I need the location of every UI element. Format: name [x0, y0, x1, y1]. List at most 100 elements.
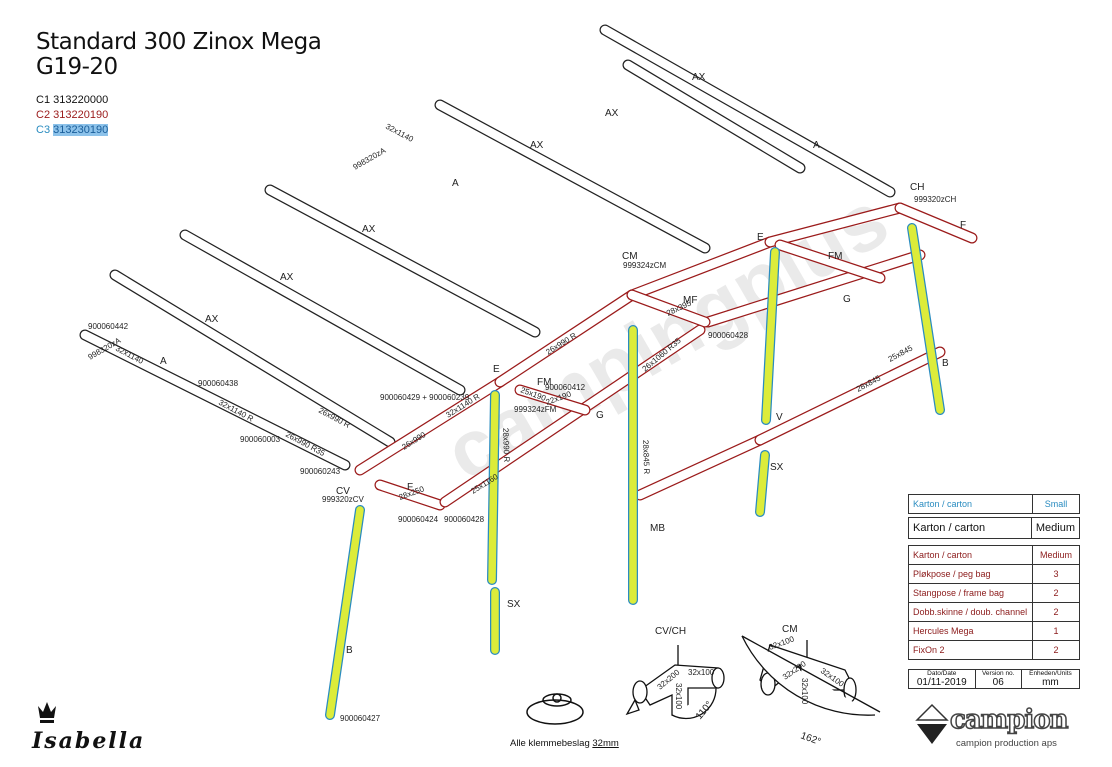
cm-connector-drawing	[741, 635, 881, 716]
code-prefix: C2	[36, 109, 51, 121]
title-line2: G19-20	[36, 54, 118, 80]
code-c1: C1 313220000	[36, 93, 108, 108]
label-ax: AX	[362, 224, 376, 235]
frame-pipe	[755, 347, 945, 445]
leg-pole	[326, 506, 364, 719]
label-g: G	[843, 294, 851, 305]
dimension-label: 26x1060 R35	[641, 336, 684, 374]
frame-pipe	[703, 250, 925, 327]
label-g: G	[596, 410, 604, 421]
item-label: Stangpose / frame bag	[908, 583, 1033, 603]
inset-dim: 32x100	[800, 678, 809, 705]
leg-pole	[488, 391, 499, 584]
frame-pipe	[495, 290, 637, 387]
rafter-pipe	[80, 330, 350, 470]
frame-pipe	[775, 240, 885, 283]
code-number: 313220190	[53, 109, 109, 121]
dimension-label: 26x990 R35	[284, 430, 327, 458]
frame-pipe	[765, 203, 905, 247]
code-c2: C2 313220190	[36, 108, 108, 123]
label-e: E	[757, 232, 764, 243]
part-number: 900060438	[198, 379, 239, 388]
frame-pipe	[627, 290, 710, 327]
label-cm: CM	[622, 251, 638, 262]
part-number: 998320zA	[352, 146, 388, 172]
item-value: 2	[1032, 602, 1080, 622]
part-number: 900060427	[340, 714, 381, 723]
date-value: 01/11-2019	[916, 677, 967, 688]
clamp-text: Alle klemmebeslag	[510, 738, 590, 749]
rafter-pipe	[265, 185, 540, 337]
carton-label: Karton / carton	[908, 494, 1033, 514]
part-number: 900060442	[88, 322, 129, 331]
label-ch: CH	[910, 182, 924, 193]
frame-pipe	[375, 480, 445, 510]
frame-pipe	[895, 203, 977, 243]
frame-pipe	[635, 435, 765, 500]
isabella-logo: Isabella	[32, 728, 146, 754]
code-c3: C3 313230190	[36, 123, 109, 138]
label-ax: AX	[280, 272, 294, 283]
carton-label: Karton / carton	[908, 517, 1032, 539]
frame-pipe	[440, 325, 705, 507]
label-ax: AX	[692, 72, 706, 83]
part-number: 999320zCV	[322, 495, 364, 504]
label-mf: MF	[683, 295, 697, 306]
inset-angle: 162°	[799, 730, 822, 747]
item-label: Dobb.skinne / doub. channel	[908, 602, 1033, 622]
units-value: mm	[1042, 677, 1059, 688]
version-label: Version no.	[981, 670, 1015, 677]
part-number: 999324zCM	[623, 261, 666, 270]
article-codes: C1 313220000 C2 313220190 C3 313230190	[36, 93, 109, 138]
rafter-pipe	[180, 230, 465, 395]
item-value: 2	[1032, 640, 1080, 660]
campion-logo-icon	[915, 703, 949, 744]
carton-medium-table: Karton / carton Medium	[908, 517, 1081, 539]
part-number: 900060428	[708, 331, 749, 340]
item-value: Medium	[1032, 545, 1080, 565]
carton-small-table: Karton / carton Small	[908, 494, 1080, 514]
code-prefix: C3	[36, 124, 51, 136]
dimension-label: 25x190	[519, 385, 547, 403]
rafter-pipe	[110, 270, 395, 447]
part-number: 900060003	[240, 435, 281, 444]
leg-pole	[908, 224, 944, 414]
leg-pole	[762, 248, 779, 424]
dimension-label: 28x845 R	[641, 440, 651, 475]
label-ax: AX	[530, 140, 544, 151]
code-number: 313220000	[53, 94, 109, 106]
clamp-icon	[526, 693, 584, 725]
item-value: 3	[1032, 564, 1080, 584]
frame-pipe	[515, 385, 590, 415]
item-label: FixOn 2	[908, 640, 1033, 660]
part-number: 999324zFM	[514, 405, 557, 414]
label-v: V	[776, 412, 783, 423]
cvch-connector-drawing	[625, 645, 725, 720]
code-number-selected[interactable]: 313230190	[53, 124, 109, 136]
dimension-label: 28x990 R	[501, 428, 511, 463]
item-label: Hercules Mega	[908, 621, 1033, 641]
inset-cvch-title: CV/CH	[655, 626, 686, 637]
title-line1: Standard 300 Zinox Mega	[36, 29, 322, 55]
label-f: F	[407, 482, 413, 493]
page-title: Standard 300 Zinox Mega G19-20	[36, 29, 322, 80]
label-e: E	[493, 364, 500, 375]
label-fm: FM	[537, 377, 551, 388]
inset-dim: 32x100	[688, 668, 715, 677]
date-label: Dato/Date	[927, 670, 957, 677]
rafter-pipe	[435, 100, 710, 253]
frame-pipe	[627, 237, 775, 300]
version-cell: Version no.06	[974, 669, 1022, 689]
label-sx: SX	[507, 599, 521, 610]
campion-tagline: campion production aps	[956, 738, 1057, 749]
part-number: 900060429 + 900060239	[380, 393, 470, 402]
label-a: A	[813, 140, 820, 151]
campion-logo: campion	[949, 704, 1069, 736]
units-label: Enheden/Units	[1029, 670, 1072, 677]
